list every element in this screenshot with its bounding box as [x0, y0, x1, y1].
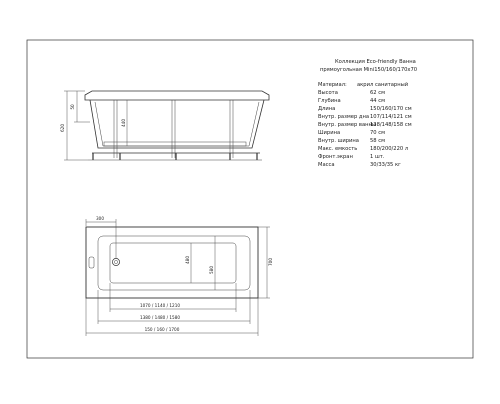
spec-label: Внутр. размер ванны [318, 122, 376, 128]
spec-label: Масса [318, 162, 335, 168]
tub-inner-contour [94, 101, 260, 147]
tub-bottom [109, 242, 237, 284]
dim-inner-length: 1380 / 1480 / 1580 [140, 315, 180, 320]
overflow-icon [88, 256, 95, 269]
dim-drain-offset: 300 [96, 216, 104, 221]
spec-label: Ширина [318, 130, 340, 136]
spec-label: Внутр. размер дна [318, 114, 369, 120]
dim-depth: 440 [121, 119, 126, 127]
spec-value: акрил санитарный [357, 81, 408, 88]
tub-outline [85, 226, 259, 299]
spec-value: 150/160/170 см [370, 106, 412, 112]
spec-label: Фронт.экран [318, 154, 353, 160]
spec-value: 58 см [370, 138, 385, 144]
spec-label: Длина [318, 106, 335, 112]
spec-value: 70 см [370, 130, 385, 136]
spec-value: 62 см [370, 90, 385, 96]
spec-label: Макс. емкость [318, 146, 357, 152]
spec-header-1: Коллекция Eco-friendly Ванна [335, 59, 416, 65]
spec-label: Глубина [318, 98, 341, 104]
dim-bottom-width: 480 [185, 256, 190, 264]
spec-value: 138/148/158 см [370, 122, 412, 128]
dim-total-height: 620 [60, 124, 65, 132]
spec-label: Внутр. ширина [318, 138, 359, 144]
spec-value: 30/33/35 кг [370, 162, 401, 168]
drawing-frame [26, 39, 474, 359]
dim-total-length: 150 / 160 / 1700 [145, 327, 180, 332]
side-view: 620 50 440 [60, 90, 270, 161]
drain-inner-icon [114, 260, 118, 264]
spec-header-2: прямоугольная Mini150/160/170x70 [320, 67, 417, 73]
spec-value: 107/114/121 см [370, 114, 412, 120]
spec-value: 44 см [370, 98, 385, 104]
frame-bar [103, 141, 247, 147]
spec-label: Материал: [318, 82, 347, 88]
dim-rim: 50 [70, 104, 75, 110]
spec-value: 1 шт. [370, 154, 385, 160]
drain-icon [112, 258, 120, 266]
tub-rim [84, 90, 270, 101]
dim-bottom-length: 1070 / 1140 / 1210 [140, 303, 180, 308]
dim-width: 700 [268, 258, 273, 266]
dim-inner-width: 580 [209, 266, 214, 274]
spec-table: Коллекция Eco-friendly Ванна прямоугольн… [318, 59, 417, 168]
tub-body [89, 99, 265, 149]
top-view: 300 700 580 480 1070 / 1140 / 1210 1380 … [85, 216, 273, 336]
spec-value: 180/200/220 л [370, 146, 408, 152]
spec-label: Высота [318, 90, 338, 96]
tub-inner-bowl [97, 235, 251, 291]
